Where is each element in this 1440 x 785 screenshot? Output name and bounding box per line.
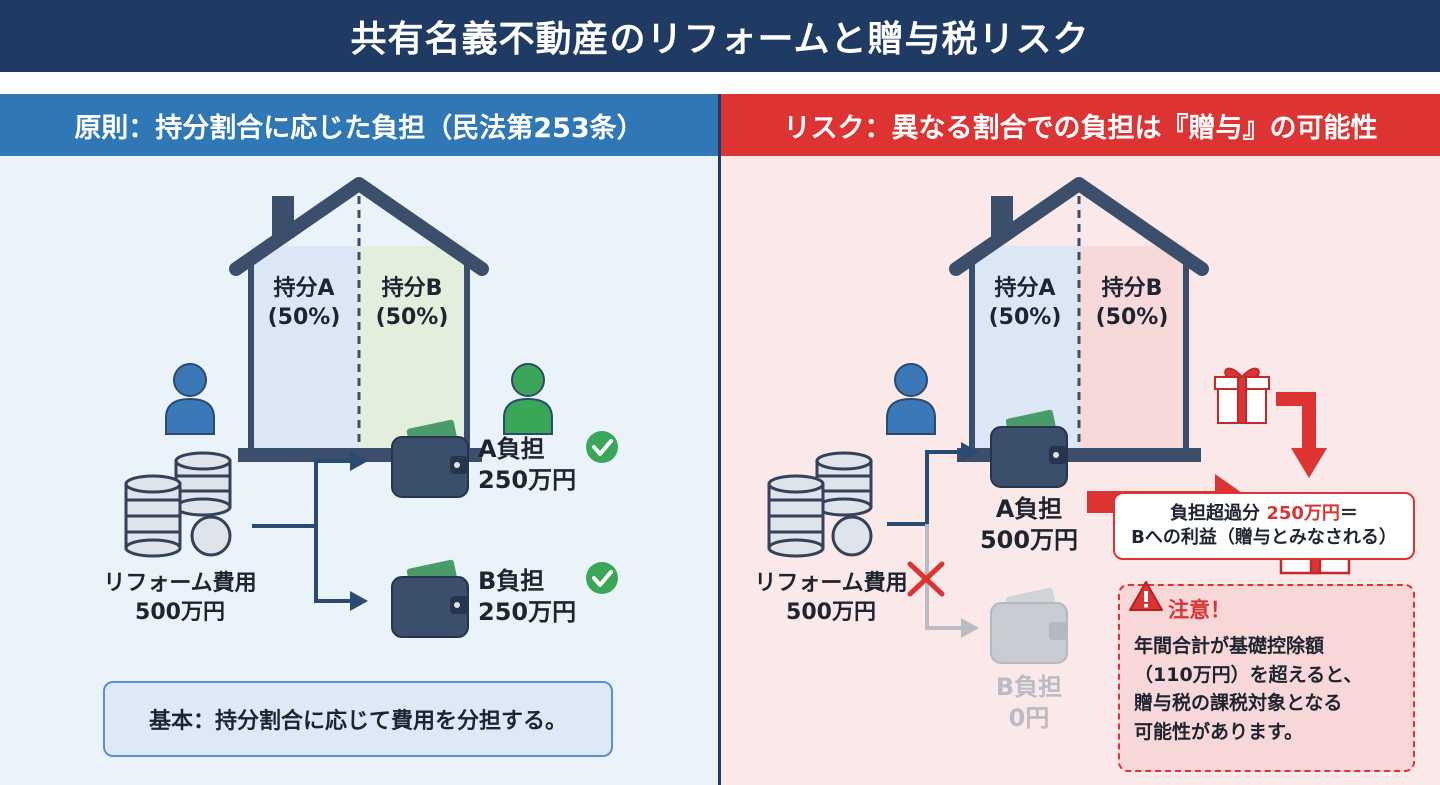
share-a-label: 持分A (50%) (254, 275, 354, 332)
warning-body: 年間合計が基礎控除額 （110万円）を超えると、 贈与税の課税対象となる 可能性… (1134, 632, 1403, 746)
principle-panel: 原則：持分割合に応じた負担（民法第253条） (0, 94, 718, 785)
b-burden-text: B負担 (995, 673, 1063, 701)
share-a-label: 持分A (50%) (975, 275, 1075, 332)
owner-b-icon (503, 363, 553, 435)
wallet-b-empty-icon (990, 587, 1068, 664)
wallet-a-icon (990, 409, 1068, 488)
share-a-text: 持分A (994, 276, 1056, 301)
branch-to-b (925, 524, 963, 630)
warning-box: 注意！ 年間合計が基礎控除額 （110万円）を超えると、 贈与税の課税対象となる… (1118, 581, 1415, 772)
b-burden-text: B負担 (478, 567, 545, 595)
check-b-icon (586, 562, 618, 594)
b-burden-value: 250万円 (478, 598, 577, 627)
a-burden-value: 500万円 (979, 526, 1079, 555)
share-b-percent: (50%) (1095, 304, 1169, 330)
share-a-percent: (50%) (988, 304, 1062, 330)
excess-callout: 負担超過分 250万円＝ Bへの利益（贈与とみなされる） (1113, 492, 1415, 560)
reform-cost-label: リフォーム費用 500万円 (731, 570, 931, 627)
title-bar: 共有名義不動産のリフォームと贈与税リスク (0, 0, 1440, 72)
callout-line-2: Bへの利益（贈与とみなされる） (1131, 527, 1397, 548)
transfer-down-arrow (1276, 392, 1327, 478)
callout-prefix: 負担超過分 (1170, 502, 1267, 524)
b-burden-label: B負担 0円 (971, 672, 1087, 734)
cross-icon (907, 561, 945, 597)
share-a-text: 持分A (273, 276, 335, 301)
a-burden-label: A負担 250万円 (478, 434, 598, 496)
b-burden-label: B負担 250万円 (478, 566, 598, 628)
reform-cost-label: リフォーム費用 500万円 (80, 570, 280, 627)
share-b-label: 持分B (50%) (362, 275, 462, 332)
b-burden-value: 0円 (1008, 704, 1050, 733)
share-b-text: 持分B (1101, 276, 1163, 301)
reform-cost-value: 500万円 (135, 599, 225, 625)
share-a-percent: (50%) (267, 304, 341, 330)
warning-line-1: 年間合計が基礎控除額 (1134, 635, 1325, 657)
owner-a-icon (165, 363, 215, 435)
principle-illustration (124, 177, 618, 638)
title-gap (0, 72, 1440, 94)
a-burden-text: A負担 (995, 495, 1063, 523)
warning-icon (1129, 581, 1163, 611)
owner-a-icon (886, 363, 936, 435)
page-title: 共有名義不動産のリフォームと贈与税リスク (350, 19, 1090, 60)
wallet-a-icon (391, 419, 469, 498)
basic-note: 基本：持分割合に応じて費用を分担する。 (103, 681, 613, 757)
warning-line-4: 可能性があります。 (1134, 720, 1304, 743)
principle-header: 原則：持分割合に応じた負担（民法第253条） (0, 94, 718, 156)
warning-line-3: 贈与税の課税対象となる (1134, 692, 1343, 714)
callout-suffix: ＝ (1339, 502, 1358, 524)
warning-line-2: （110万円）を超えると、 (1134, 663, 1363, 686)
coin-stack-icon (124, 451, 232, 558)
coin-stack-icon (767, 451, 873, 558)
callout-line-1: 負担超過分 250万円＝ (1170, 502, 1358, 526)
reform-cost-value: 500万円 (786, 599, 876, 625)
branch-arrows (252, 459, 352, 603)
share-b-label: 持分B (50%) (1082, 275, 1182, 332)
a-burden-value: 250万円 (478, 466, 577, 495)
branch-to-a (887, 450, 963, 526)
panel-divider (718, 94, 721, 785)
check-a-icon (586, 431, 618, 463)
small-gift-icon (1214, 367, 1270, 424)
a-burden-label: A負担 500万円 (971, 494, 1087, 556)
reform-cost-text: リフォーム費用 (754, 571, 908, 596)
warning-title: 注意！ (1168, 598, 1231, 622)
reform-cost-text: リフォーム費用 (103, 571, 257, 596)
callout-amount: 250万円 (1266, 502, 1340, 524)
risk-panel: リスク：異なる割合での負担は『贈与』の可能性 (721, 94, 1440, 785)
a-burden-text: A負担 (478, 435, 545, 463)
share-b-text: 持分B (381, 276, 443, 301)
share-b-percent: (50%) (375, 304, 449, 330)
risk-header: リスク：異なる割合での負担は『贈与』の可能性 (721, 94, 1440, 156)
wallet-b-icon (391, 559, 469, 638)
